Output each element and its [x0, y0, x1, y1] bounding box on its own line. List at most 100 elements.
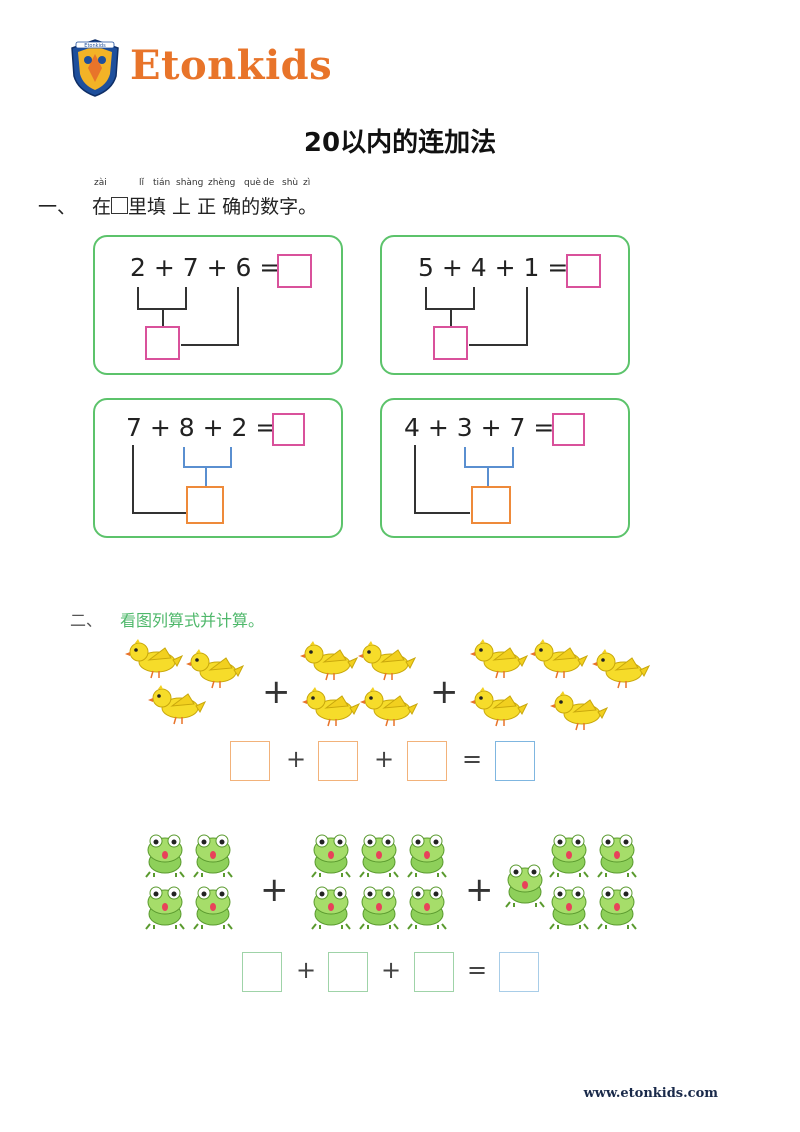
frog-icon: [406, 884, 448, 934]
frog-icon: [310, 884, 352, 934]
bracket-line: [183, 466, 232, 468]
equals-sign: =: [255, 413, 277, 442]
equation-1: 2 + 7 + 6 =: [130, 253, 280, 282]
answer-box[interactable]: [552, 413, 585, 446]
answer-box[interactable]: [566, 254, 601, 288]
equals-sign: =: [259, 253, 281, 282]
plus-sign: +: [381, 956, 402, 984]
equation-2: 5 + 4 + 1 =: [418, 253, 568, 282]
answer-box[interactable]: [242, 952, 282, 992]
bird-icon: [360, 686, 419, 732]
bracket-line: [230, 447, 232, 467]
page-title: 20以内的连加法: [303, 128, 497, 158]
bracket-line: [183, 447, 185, 467]
frog-icon: [144, 832, 186, 882]
pinyin: què: [244, 178, 261, 188]
problem-card-4: [380, 398, 630, 538]
partial-sum-box[interactable]: [471, 486, 511, 524]
frog-icon: [192, 832, 234, 882]
plus-sign: +: [149, 413, 171, 442]
blank-box-icon: [111, 197, 129, 214]
pinyin: lǐ: [139, 178, 145, 188]
pinyin: tián: [153, 178, 171, 188]
frog-icon: [406, 832, 448, 882]
plus-sign: +: [494, 253, 516, 282]
answer-box[interactable]: [318, 741, 358, 781]
answer-box[interactable]: [495, 741, 535, 781]
text-after-box: 里填 上 正 确的数字。: [128, 196, 318, 218]
addend: 4: [470, 253, 487, 282]
answer-box[interactable]: [277, 254, 312, 288]
equals-sign: =: [533, 413, 555, 442]
answer-box[interactable]: [272, 413, 305, 446]
answer-box[interactable]: [499, 952, 539, 992]
bracket-line: [450, 308, 452, 326]
frog-icon: [596, 884, 638, 934]
addend: 5: [418, 253, 434, 282]
plus-sign: +: [427, 413, 449, 442]
addend: 7: [126, 413, 142, 442]
pinyin: shàng: [176, 178, 204, 188]
equation-3: 7 + 8 + 2 =: [126, 413, 276, 442]
bracket-line: [469, 344, 528, 346]
frog-icon: [504, 862, 546, 912]
addend: 2: [130, 253, 146, 282]
plus-sign: +: [153, 253, 175, 282]
equals-sign: =: [462, 745, 483, 773]
addend: 7: [182, 253, 199, 282]
pinyin: zài: [94, 178, 107, 188]
addend: 7: [509, 413, 526, 442]
addend: 4: [404, 413, 420, 442]
plus-sign: +: [430, 672, 459, 712]
answer-box[interactable]: [328, 952, 368, 992]
partial-sum-box[interactable]: [186, 486, 224, 524]
addend: 2: [231, 413, 248, 442]
crest-icon: Etonkids: [71, 39, 119, 97]
question-number: 二、: [70, 611, 103, 630]
question-text: 在里填 上 正 确的数字。: [92, 192, 317, 219]
plus-sign: +: [260, 870, 289, 910]
bracket-line: [205, 466, 207, 486]
bracket-line: [464, 466, 514, 468]
problem-card-1: [93, 235, 343, 375]
bracket-line: [137, 287, 139, 309]
frog-icon: [596, 832, 638, 882]
pinyin: shù: [282, 178, 299, 188]
frog-icon: [192, 884, 234, 934]
partial-sum-box[interactable]: [145, 326, 180, 360]
plus-sign: +: [374, 745, 395, 773]
frog-icon: [358, 832, 400, 882]
bird-icon: [302, 686, 361, 732]
bracket-line: [526, 287, 528, 345]
question-2-instruction: 二、看图列算式并计算。: [70, 607, 264, 631]
bracket-line: [473, 287, 475, 309]
plus-sign: +: [480, 413, 502, 442]
plus-sign: +: [286, 745, 307, 773]
bird-icon: [550, 690, 609, 736]
addend: 1: [523, 253, 540, 282]
plus-sign: +: [296, 956, 317, 984]
pinyin: zì: [303, 178, 311, 188]
partial-sum-box[interactable]: [433, 326, 468, 360]
frog-icon: [358, 884, 400, 934]
answer-box[interactable]: [414, 952, 454, 992]
answer-box[interactable]: [230, 741, 270, 781]
bracket-line: [425, 287, 427, 309]
bracket-line: [414, 445, 416, 513]
bird-icon: [125, 638, 184, 684]
addend: 8: [178, 413, 195, 442]
answer-box[interactable]: [407, 741, 447, 781]
equals-sign: =: [547, 253, 569, 282]
bracket-line: [464, 447, 466, 467]
equation-4: 4 + 3 + 7 =: [404, 413, 554, 442]
problem-card-3: [93, 398, 343, 538]
bracket-line: [132, 445, 134, 513]
equals-sign: =: [467, 956, 488, 984]
plus-sign: +: [262, 672, 291, 712]
plus-sign: +: [202, 413, 224, 442]
bird-icon: [186, 648, 245, 694]
bracket-line: [237, 287, 239, 345]
pinyin: zhèng: [208, 178, 236, 188]
crest-label: Etonkids: [84, 43, 106, 49]
question-text: 看图列算式并计算。: [120, 611, 265, 630]
